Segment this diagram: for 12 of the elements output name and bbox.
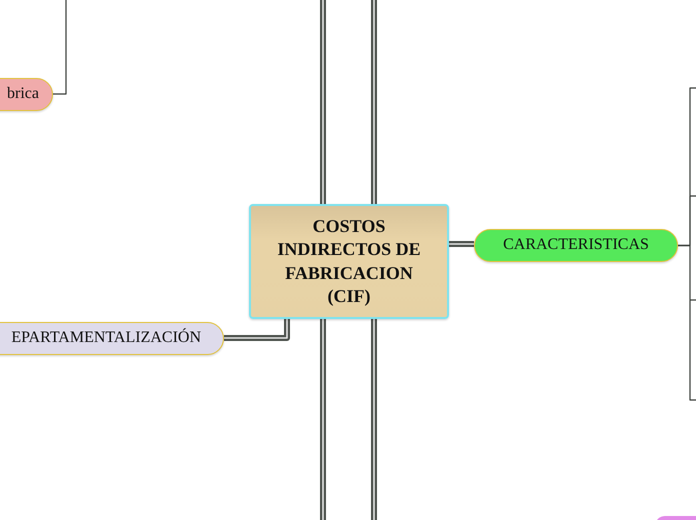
topic-pill <box>0 78 53 111</box>
topic-label: brica <box>7 84 39 104</box>
topic-pill <box>0 322 224 355</box>
connector-line <box>53 0 67 95</box>
connector-line <box>678 244 696 401</box>
topic-label: CARACTERISTICAS <box>503 235 649 256</box>
topic-pill <box>474 229 678 262</box>
topic-title: COSTOS INDIRECTOS DE FABRICACION (CIF) <box>276 214 422 308</box>
connector-line <box>224 319 290 341</box>
connector-line <box>449 241 474 247</box>
central-topic-box <box>249 204 449 319</box>
topic-label: EPARTAMENTALIZACIÓN <box>11 328 201 348</box>
